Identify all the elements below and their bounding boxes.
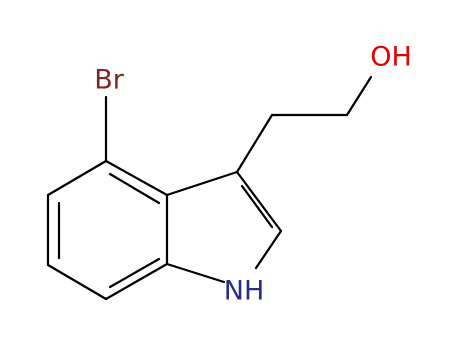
bond-c4-c5 [46,159,108,197]
bond-ch2-oh [345,75,373,117]
bond-n1-c7a [165,262,226,284]
bond-c2-n1 [254,229,283,270]
bond-c3a-c3 [165,170,239,197]
bond-c3-c2 [235,170,283,233]
bond-c3a-c4 [104,159,169,197]
atom-label-br: Br [94,65,125,96]
atom-label-nh: NH [224,276,265,307]
bond-c7-c7a [104,262,169,301]
bond-c6-c7 [46,263,108,301]
bond-c3-c2-inner [240,184,274,229]
bond-c7-c7a-inner [108,257,161,289]
atom-label-oh: OH [370,42,412,73]
bond-c3a-c4-inner [108,172,161,205]
bond-c3-ch2 [235,113,274,174]
